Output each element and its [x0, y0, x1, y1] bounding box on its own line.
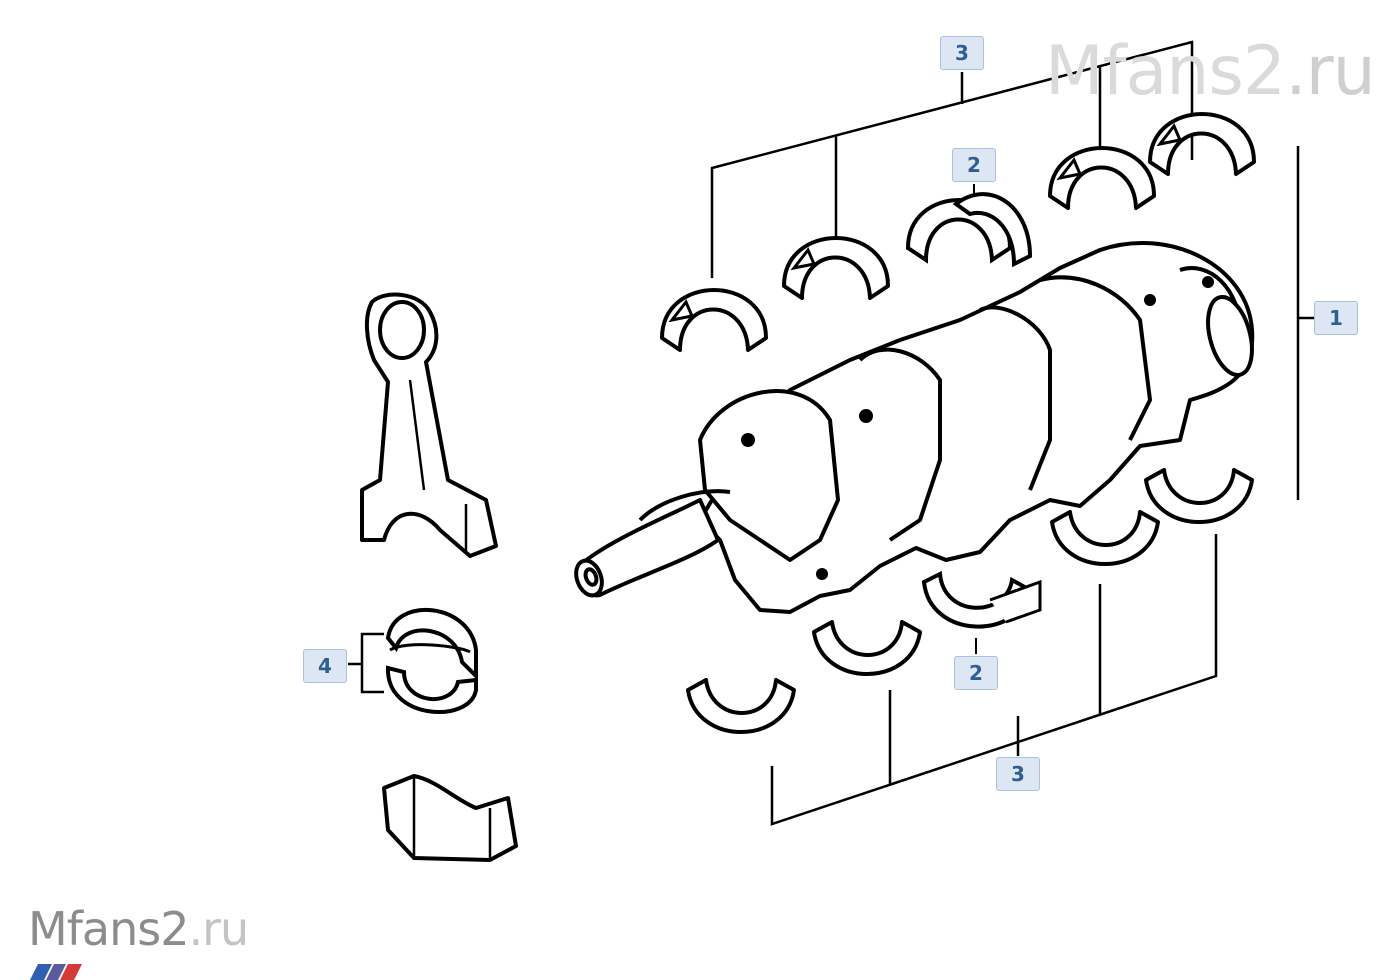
callout-3-bottom[interactable]: 3 [996, 757, 1040, 791]
thrust-bearing-upper [905, 184, 1033, 268]
callout-1[interactable]: 1 [1314, 301, 1358, 335]
lower-shell-1 [686, 678, 796, 734]
bracket-3-bottom [770, 534, 1218, 826]
callout-4[interactable]: 4 [303, 649, 347, 683]
callout-2-bottom[interactable]: 2 [954, 656, 998, 690]
bracket-1 [1296, 146, 1314, 500]
watermark-domain: .ru [1285, 32, 1376, 111]
watermark-brand: Mfans2 [1045, 32, 1286, 111]
watermark-top: Mfans2.ru [1045, 32, 1376, 111]
watermark-brand: Mfans2 [28, 902, 189, 956]
upper-shell-4 [1048, 146, 1156, 210]
upper-shell-5 [1148, 112, 1256, 176]
lower-shell-2 [812, 620, 922, 676]
upper-shell-1 [660, 288, 768, 352]
upper-shell-2 [782, 236, 890, 300]
callout-2-top[interactable]: 2 [952, 148, 996, 182]
brand-flag [30, 964, 82, 980]
callout-3-top[interactable]: 3 [940, 36, 984, 70]
watermark-bottom: Mfans2.ru [28, 902, 249, 956]
rod-bearing-cap [382, 774, 518, 862]
rod-bearing-shells [385, 607, 478, 714]
crankshaft [574, 240, 1255, 614]
bracket-3-top [710, 40, 1194, 278]
thrust-bearing-lower [921, 570, 1042, 654]
lower-shell-5 [1144, 468, 1254, 524]
bracket-4 [348, 632, 384, 694]
watermark-domain: .ru [188, 902, 249, 956]
connecting-rod [360, 292, 498, 558]
lower-shell-4 [1050, 510, 1160, 566]
